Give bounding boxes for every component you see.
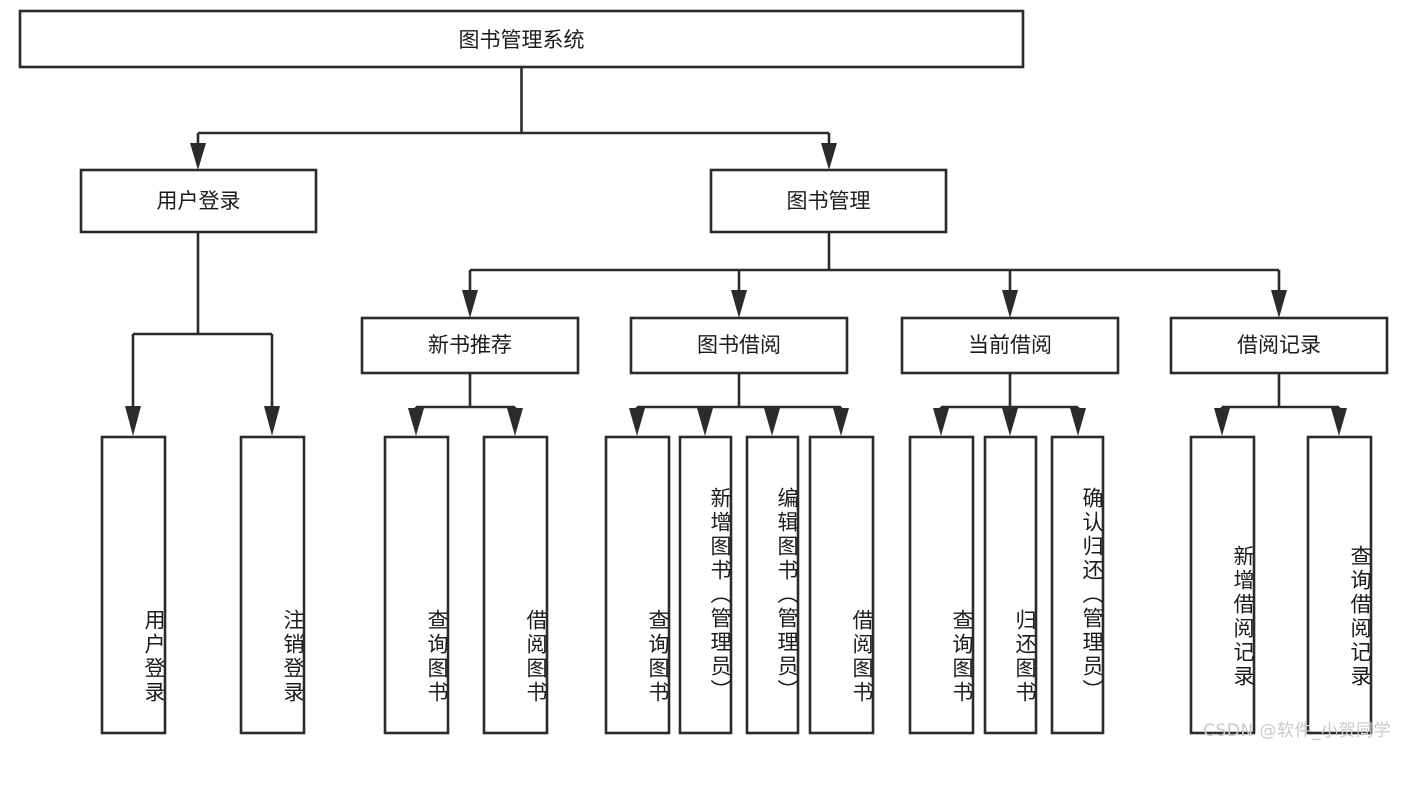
arrow-head-leaf-return-book [1002, 408, 1018, 436]
flowchart-svg: 图书管理系统 用户登录 图书管理 新书推荐 图书借阅 当前 [18, 9, 1389, 735]
node-leaf-borrow-book-1-rect[interactable] [482, 435, 549, 735]
node-leaf-logout-rect[interactable] [239, 435, 306, 735]
arrow-head-leaf-user-login [125, 406, 141, 436]
arrow-head-leaf-edit-book [764, 408, 780, 436]
node-new-book-rec-rect[interactable] [360, 316, 580, 375]
arrow-head-leaf-borrow-book-1 [507, 408, 523, 436]
node-new-book-rec-label: 新书推荐 [428, 333, 512, 357]
node-leaf-add-book-rect[interactable] [678, 435, 733, 735]
node-book-manage-label: 图书管理 [787, 189, 871, 213]
node-book-borrow-label: 图书借阅 [697, 333, 781, 357]
arrow-head-leaf-query-book-2 [629, 408, 645, 436]
node-book-borrow-rect[interactable] [629, 316, 849, 375]
node-leaf-add-record-rect[interactable] [1189, 435, 1256, 735]
node-current-borrow-rect[interactable] [900, 316, 1120, 375]
node-root-rect[interactable] [18, 9, 1025, 69]
node-current-borrow-label: 当前借阅 [968, 333, 1052, 357]
connector-layer [125, 67, 1347, 436]
csdn-watermark: CSDN @软件_小贺同学 [1203, 721, 1391, 741]
arrow-head-user-login [190, 143, 206, 170]
node-leaf-query-book-2-rect[interactable] [604, 435, 671, 735]
node-user-login[interactable]: 用户登录 [79, 168, 318, 234]
arrow-head-leaf-add-book [697, 408, 713, 436]
node-book-borrow[interactable]: 图书借阅 [629, 316, 849, 375]
node-root-label: 图书管理系统 [459, 28, 585, 52]
node-leaf-query-book-3-rect[interactable] [908, 435, 975, 735]
arrow-head-leaf-query-record [1331, 408, 1347, 436]
arrow-head-leaf-query-book-3 [933, 408, 949, 436]
node-borrow-record[interactable]: 借阅记录 [1169, 316, 1389, 375]
node-user-login-label: 用户登录 [157, 189, 241, 213]
node-root[interactable]: 图书管理系统 [18, 9, 1025, 69]
node-leaf-return-book-rect[interactable] [983, 435, 1038, 735]
arrow-head-current-borrow [1002, 290, 1018, 318]
node-book-manage[interactable]: 图书管理 [709, 168, 948, 234]
node-leaf-query-record-rect[interactable] [1306, 435, 1373, 735]
arrow-head-book-manage [821, 143, 837, 170]
node-new-book-rec[interactable]: 新书推荐 [360, 316, 580, 375]
node-leaf-user-login-rect[interactable] [100, 435, 167, 735]
node-leaf-query-book-1-rect[interactable] [383, 435, 450, 735]
node-leaf-confirm-return-rect[interactable] [1050, 435, 1105, 735]
node-current-borrow[interactable]: 当前借阅 [900, 316, 1120, 375]
node-leaf-edit-book-rect[interactable] [745, 435, 800, 735]
arrow-head-borrow-record [1271, 290, 1287, 318]
node-user-login-rect[interactable] [79, 168, 318, 234]
node-borrow-record-label: 借阅记录 [1237, 333, 1321, 357]
arrow-head-leaf-query-book-1 [408, 408, 424, 436]
arrow-head-leaf-borrow-book-2 [833, 408, 849, 436]
node-leaf-borrow-book-2-rect[interactable] [808, 435, 875, 735]
flowchart-canvas: 图书管理系统 用户登录 图书管理 新书推荐 图书借阅 当前 [18, 9, 1391, 741]
arrow-head-leaf-logout [264, 406, 280, 436]
arrow-head-book-borrow [731, 290, 747, 318]
arrow-head-new-book-rec [462, 290, 478, 318]
node-book-manage-rect[interactable] [709, 168, 948, 234]
node-borrow-record-rect[interactable] [1169, 316, 1389, 375]
arrow-head-leaf-confirm-return [1070, 408, 1086, 436]
node-layer: 图书管理系统 用户登录 图书管理 新书推荐 图书借阅 当前 [18, 9, 1389, 735]
arrow-head-leaf-add-record [1214, 408, 1230, 436]
